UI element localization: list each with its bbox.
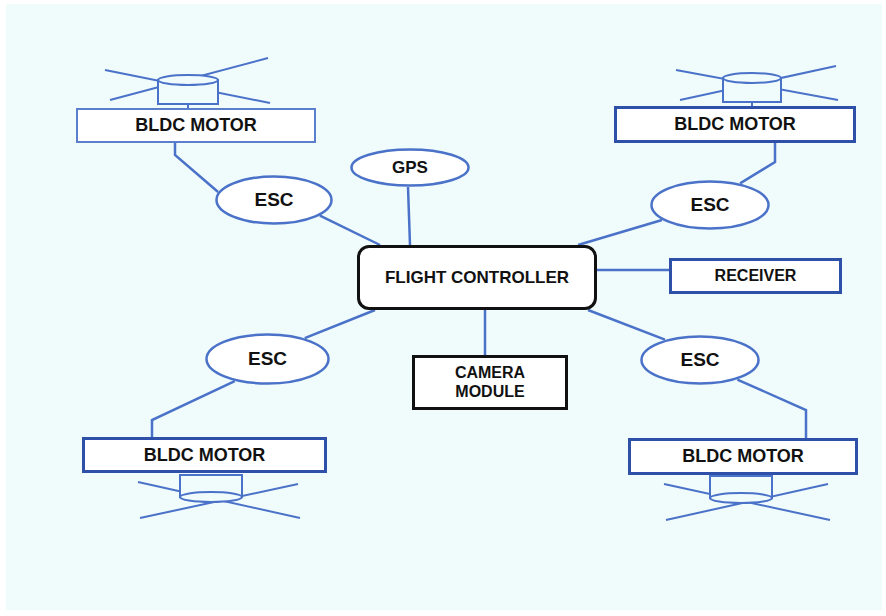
propeller-bottom-left (138, 475, 300, 518)
motor-box: BLDC MOTOR (614, 106, 856, 143)
connector-line (305, 310, 375, 338)
ellipse-shape (652, 182, 769, 229)
ellipse-shape (207, 335, 329, 384)
node-label: FLIGHT CONTROLLER (385, 268, 569, 288)
connector-path (408, 187, 410, 245)
node-label: BLDC MOTOR (135, 115, 257, 136)
connector-line (578, 220, 662, 245)
receiver-box: RECEIVER (669, 258, 842, 294)
connector-path (737, 380, 806, 438)
connector-line (485, 310, 486, 355)
connector-path (152, 381, 235, 437)
motor-box: BLDC MOTOR (76, 108, 316, 143)
connector-line (152, 381, 235, 437)
connector-line (588, 310, 665, 340)
motor-box: BLDC MOTOR (628, 438, 858, 475)
ellipse-shape (352, 150, 469, 186)
node-label: BLDC MOTOR (682, 446, 804, 467)
node-label: BLDC MOTOR (144, 445, 266, 466)
connector-path (588, 310, 665, 340)
camera-box: CAMERA MODULE (412, 355, 568, 410)
connector-path (484, 310, 487, 355)
esc-ellipse: ESC (640, 335, 760, 385)
node-label: GPS (392, 158, 428, 178)
ellipse-shape (217, 177, 332, 224)
propeller-bottom-right (664, 476, 830, 520)
controller-box: FLIGHT CONTROLLER (357, 245, 597, 310)
propeller-top-right (676, 66, 838, 106)
connector-line (737, 380, 806, 438)
node-label: CAMERA MODULE (422, 364, 558, 401)
node-label: ESC (248, 348, 287, 370)
connector-path (597, 269, 669, 272)
connector-path (175, 143, 218, 192)
gps-ellipse: GPS (350, 148, 470, 187)
motor-box: BLDC MOTOR (82, 437, 327, 473)
node-label: RECEIVER (715, 267, 797, 285)
connector-line (408, 187, 410, 245)
connector-line (175, 143, 218, 192)
connector-path (305, 310, 375, 338)
connector-line (740, 143, 775, 183)
connector-line (597, 270, 669, 271)
connector-line (320, 216, 380, 245)
ellipse-shape (642, 337, 759, 384)
propeller-top-left (105, 58, 270, 108)
esc-ellipse: ESC (205, 333, 330, 385)
esc-ellipse: ESC (650, 180, 770, 230)
connector-path (578, 220, 662, 245)
node-label: BLDC MOTOR (674, 114, 796, 135)
node-label: ESC (690, 194, 729, 216)
esc-ellipse: ESC (215, 175, 333, 225)
node-label: ESC (680, 349, 719, 371)
connector-path (740, 143, 775, 183)
node-label: ESC (254, 189, 293, 211)
connector-path (320, 216, 380, 245)
